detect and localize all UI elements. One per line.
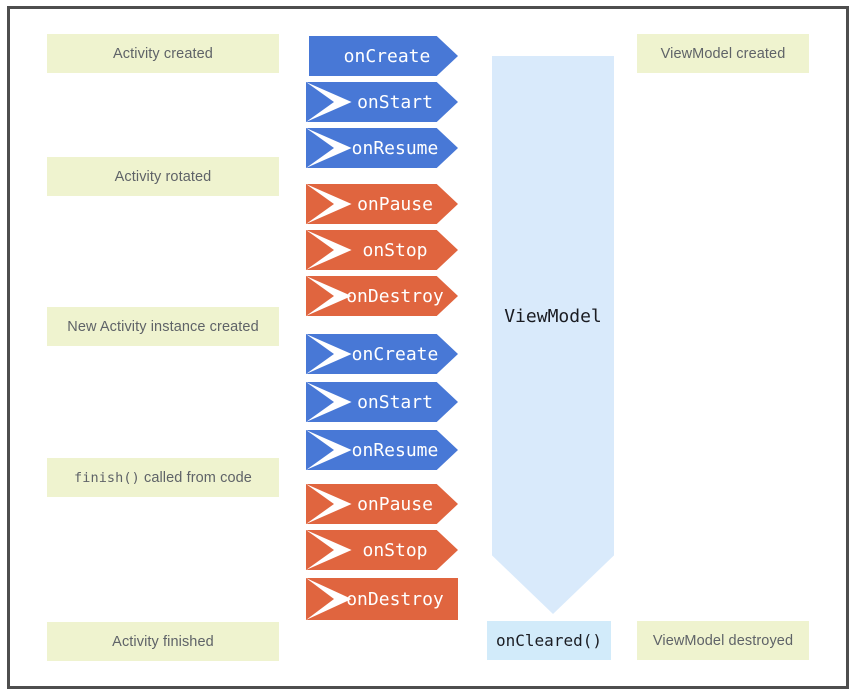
viewmodel-scope-arrow bbox=[492, 56, 614, 614]
label-activity-rotated: Activity rotated bbox=[47, 157, 279, 196]
label-text: Activity finished bbox=[112, 633, 214, 650]
arrow-label: onDestroy bbox=[346, 285, 444, 307]
arrow-label: onPause bbox=[357, 493, 433, 515]
label-viewmodel-destroyed: ViewModel destroyed bbox=[637, 621, 809, 660]
lifecycle-arrow-onresume-1: onResume bbox=[306, 128, 458, 168]
label-text: ViewModel created bbox=[660, 45, 786, 62]
lifecycle-arrow-onstop-2: onStop bbox=[306, 530, 458, 570]
viewmodel-scope-label-layer: ViewModel bbox=[492, 56, 614, 614]
lifecycle-arrow-onstart-1: onStart bbox=[306, 82, 458, 122]
label-viewmodel-created: ViewModel created bbox=[637, 34, 809, 73]
arrow-label: onResume bbox=[351, 439, 439, 461]
arrow-label: onStop bbox=[362, 239, 428, 261]
arrow-label: onStart bbox=[357, 391, 433, 413]
diagram-border: Activity created Activity rotated New Ac… bbox=[7, 6, 849, 689]
lifecycle-arrow-onresume-2: onResume bbox=[306, 430, 458, 470]
lifecycle-arrow-onstart-2: onStart bbox=[306, 382, 458, 422]
arrow-label: onStop bbox=[362, 539, 428, 561]
label-text: ViewModel destroyed bbox=[652, 632, 794, 649]
label-activity-created: Activity created bbox=[47, 34, 279, 73]
arrow-label: onDestroy bbox=[346, 588, 444, 610]
arrow-label: onCreate bbox=[343, 45, 431, 67]
lifecycle-arrow-ondestroy-2: onDestroy bbox=[306, 578, 458, 620]
label-text: New Activity instance created bbox=[67, 318, 259, 335]
arrow-label: onPause bbox=[357, 193, 433, 215]
arrow-shape bbox=[309, 36, 458, 76]
label-text: Activity created bbox=[113, 45, 213, 62]
arrow-label: onStart bbox=[357, 91, 433, 113]
label-new-activity-instance-created: New Activity instance created bbox=[47, 307, 279, 346]
arrow-label: onCreate bbox=[351, 343, 439, 365]
lifecycle-arrow-onstop-1: onStop bbox=[306, 230, 458, 270]
label-text: Activity rotated bbox=[114, 168, 212, 185]
label-activity-finished: Activity finished bbox=[47, 622, 279, 661]
oncleared-label: onCleared() bbox=[496, 631, 602, 650]
lifecycle-arrow-onpause-1: onPause bbox=[306, 184, 458, 224]
lifecycle-arrow-oncreate-1: onCreate bbox=[306, 36, 458, 76]
label-finish-called-from-code: finish() called from code bbox=[47, 458, 279, 497]
label-text: called from code bbox=[139, 469, 252, 486]
lifecycle-arrow-oncreate-2: onCreate bbox=[306, 334, 458, 374]
label-code-text: finish() bbox=[74, 469, 140, 486]
viewmodel-label: ViewModel bbox=[504, 306, 602, 327]
arrow-label: onResume bbox=[351, 137, 439, 159]
lifecycle-arrow-ondestroy-1: onDestroy bbox=[306, 276, 458, 316]
lifecycle-arrow-onpause-2: onPause bbox=[306, 484, 458, 524]
oncleared-box: onCleared() bbox=[487, 621, 611, 660]
